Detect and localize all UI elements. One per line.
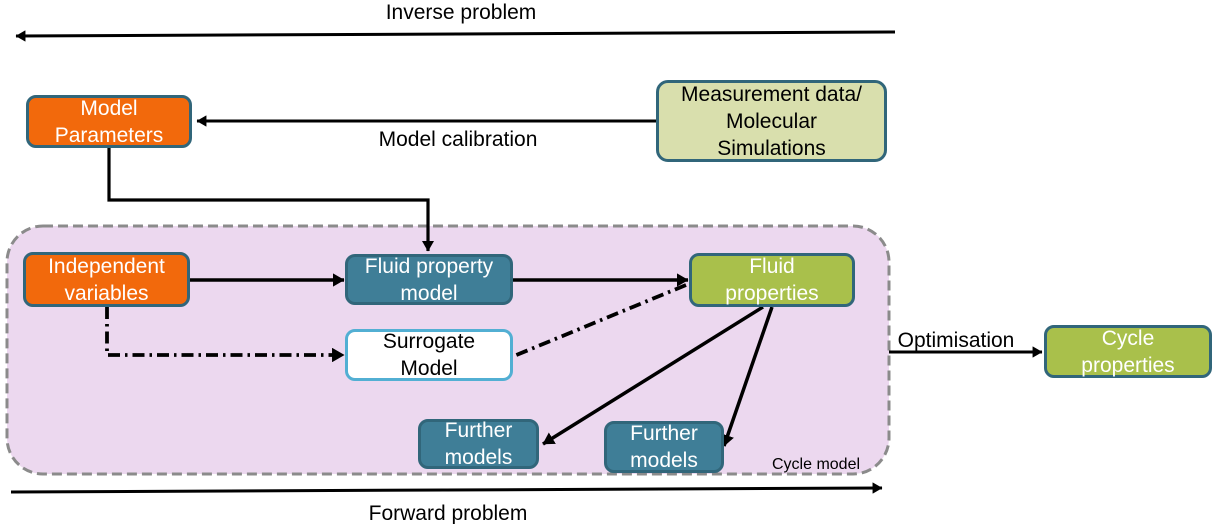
fluid-properties-to-further-models-left-arrow (542, 305, 764, 446)
model-calibration-label: Model calibration (378, 128, 538, 151)
node-fluid-property-model: Fluid property model (345, 254, 513, 305)
inverse-problem-arrow (15, 30, 896, 42)
node-surrogate-model: Surrogate Model (345, 329, 513, 381)
model-parameters-to-fluid-property-model-arrow (107, 147, 435, 252)
fluid-properties-to-further-models-right-arrow (721, 306, 774, 447)
forward-problem-label: Forward problem (368, 502, 528, 524)
node-model-parameters: Model Parameters (26, 95, 192, 148)
surrogate-model-to-fluid-properties-arrow (513, 283, 687, 358)
node-fluid-properties: Fluid properties (689, 253, 855, 307)
cycle-model-label: Cycle model (771, 456, 861, 473)
independent-variables-to-surrogate-model-arrow (105, 307, 345, 363)
node-further-models-right: Further models (604, 421, 724, 473)
node-independent-variables: Independent variables (23, 252, 190, 307)
forward-problem-arrow (10, 482, 883, 494)
inverse-problem-label: Inverse problem (385, 1, 537, 24)
node-measurement-data: Measurement data/ Molecular Simulations (656, 80, 887, 162)
node-cycle-properties: Cycle properties (1044, 325, 1212, 378)
optimisation-label: Optimisation (897, 329, 1015, 352)
node-further-models-left: Further models (418, 419, 539, 469)
